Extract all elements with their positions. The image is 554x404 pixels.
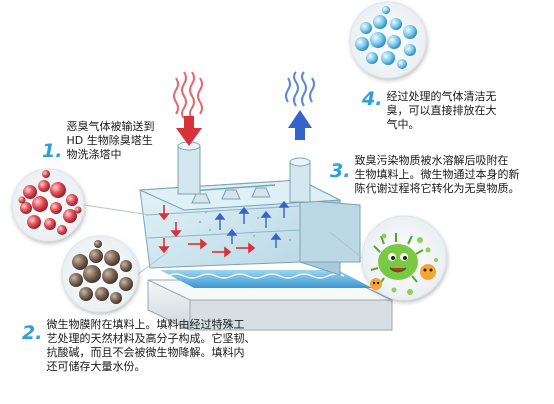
clean-gas-outlet-arrow	[285, 71, 315, 140]
step-4: 4. 经过处理的气体清洁无 臭，可以直接排放在大 气中。	[362, 90, 496, 132]
step-2-line: 还可储存大量水份。	[46, 360, 146, 373]
inlet-stack	[177, 141, 201, 195]
step-3-line: 生物填料上。微生物通过本身的新	[354, 168, 520, 181]
microbes-icon	[361, 215, 447, 301]
step-1-text: 恶臭气体被输送到 HD 生物除臭塔生 物洗涤塔中	[66, 120, 154, 162]
odor-gas-inlet-arrow	[173, 71, 203, 146]
outlet-stack	[289, 157, 311, 203]
blue-bubbles-icon	[349, 1, 427, 79]
step-4-line: 气中。	[386, 118, 420, 131]
tower-body	[139, 179, 361, 276]
step-4-line: 经过处理的气体清洁无	[386, 90, 497, 103]
step-4-text: 经过处理的气体清洁无 臭，可以直接排放在大 气中。	[386, 90, 496, 132]
step-1-line: HD 生物除臭塔生	[66, 134, 153, 147]
step-4-line: 臭，可以直接排放在大	[386, 104, 497, 117]
step-2-line: 抗酸碱，而且不会被微生物降解。填料内	[46, 346, 245, 359]
step-2-line: 艺处理的天然材料及高分子构成。它坚韧、	[46, 332, 256, 345]
step-1: 1. 恶臭气体被输送到 HD 生物除臭塔生 物洗涤塔中	[42, 120, 154, 162]
step-3-line: 致臭污染物质被水溶解后吸附在	[354, 154, 509, 167]
step-1-line: 恶臭气体被输送到	[66, 120, 155, 133]
step-2: 2. 微生物膜附在填料上。填料由经过特殊工 艺处理的天然材料及高分子构成。它坚韧…	[22, 318, 255, 374]
step-2-number: 2.	[22, 322, 43, 344]
connector-lines	[83, 204, 363, 275]
step-2-text: 微生物膜附在填料上。填料由经过特殊工 艺处理的天然材料及高分子构成。它坚韧、 抗…	[46, 318, 255, 374]
red-particles-icon	[11, 168, 85, 242]
step-4-number: 4.	[362, 88, 383, 110]
step-3-text: 致臭污染物质被水溶解后吸附在 生物填料上。微生物通过本身的新 陈代谢过程将它转化…	[354, 154, 519, 196]
step-3-line: 陈代谢过程将它转化为无臭物质。	[354, 182, 520, 195]
brown-filler-icon	[61, 235, 139, 313]
internal-flow-arrows	[158, 200, 292, 258]
step-2-line: 微生物膜附在填料上。填料由经过特殊工	[46, 318, 245, 331]
step-1-number: 1.	[42, 140, 63, 162]
step-1-line: 物洗涤塔中	[66, 148, 122, 161]
step-3: 3. 致臭污染物质被水溶解后吸附在 生物填料上。微生物通过本身的新 陈代谢过程将…	[330, 154, 519, 196]
water-basin	[160, 270, 372, 288]
step-3-number: 3.	[330, 160, 351, 182]
